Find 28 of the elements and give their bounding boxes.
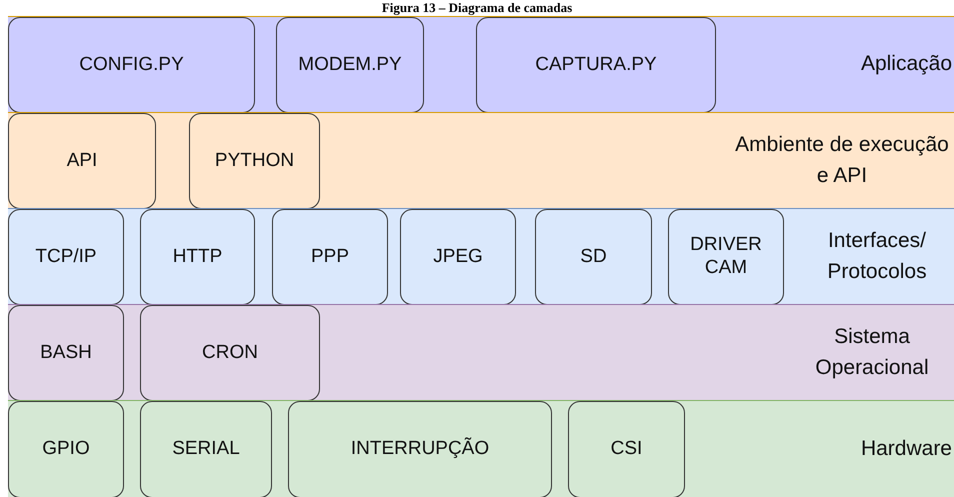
component-box: JPEG bbox=[400, 209, 516, 305]
layer-label: Sistema Operacional bbox=[814, 324, 930, 380]
component-box: CRON bbox=[140, 305, 320, 401]
component-box: CONFIG.PY bbox=[8, 17, 255, 113]
component-box: CSI bbox=[568, 401, 685, 497]
layer-label: Interfaces/ Protocolos bbox=[826, 228, 928, 284]
layer-band bbox=[8, 16, 954, 112]
component-box: SERIAL bbox=[140, 401, 272, 497]
component-box: GPIO bbox=[8, 401, 124, 497]
layer-label: Aplicação bbox=[860, 51, 952, 78]
figure-title: Figura 13 – Diagrama de camadas bbox=[380, 0, 574, 15]
component-box: CAPTURA.PY bbox=[476, 17, 716, 113]
layer-band bbox=[8, 400, 954, 497]
component-box: MODEM.PY bbox=[276, 17, 424, 113]
component-box: BASH bbox=[8, 305, 124, 401]
layer-band bbox=[8, 304, 954, 400]
component-box: TCP/IP bbox=[8, 209, 124, 305]
component-box: SD bbox=[535, 209, 652, 305]
component-box: PYTHON bbox=[189, 113, 320, 209]
component-box: INTERRUPÇÃO bbox=[288, 401, 552, 497]
component-box: DRIVER CAM bbox=[668, 209, 784, 305]
layer-band bbox=[8, 112, 954, 208]
layer-band bbox=[8, 208, 954, 304]
component-box: API bbox=[8, 113, 156, 209]
component-box: HTTP bbox=[140, 209, 255, 305]
layer-label: Ambiente de execução e API bbox=[734, 132, 950, 188]
component-box: PPP bbox=[272, 209, 388, 305]
layer-label: Hardware bbox=[860, 436, 952, 462]
